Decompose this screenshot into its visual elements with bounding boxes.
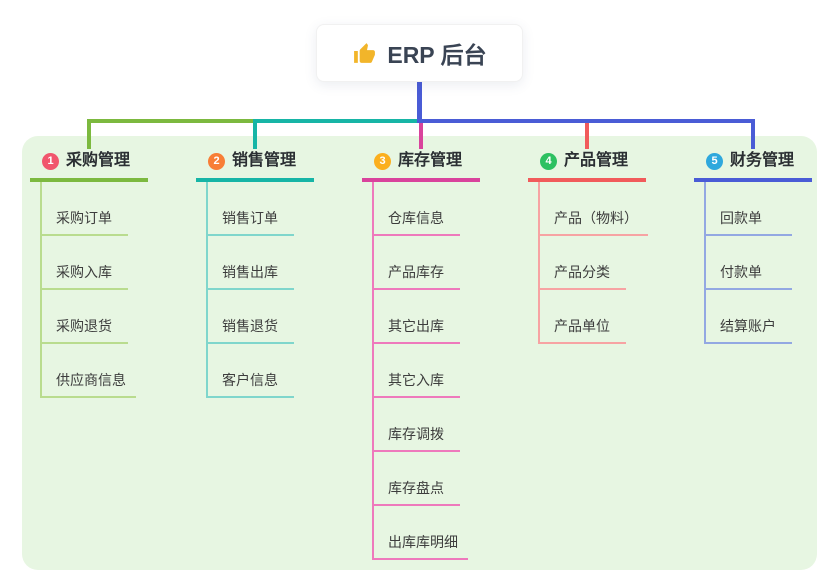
child-node-label: 仓库信息: [388, 210, 444, 226]
branch-column-4: 4 产品管理产品（物料） 产品分类产品单位: [528, 136, 688, 344]
child-node[interactable]: 产品库存: [374, 236, 460, 290]
child-node-label: 其它入库: [388, 372, 444, 388]
branch-label: 销售管理: [232, 152, 297, 169]
child-node-label: 其它出库: [388, 318, 444, 334]
branch-number-badge: 3: [374, 152, 391, 170]
branch-children-4: 产品（物料） 产品分类产品单位: [538, 182, 688, 344]
branch-column-2: 2 销售管理销售订单销售出库销售退货客户信息: [196, 136, 356, 398]
branch-header-4[interactable]: 4 产品管理: [528, 150, 646, 182]
branch-label: 采购管理: [66, 152, 131, 169]
branch-label: 产品管理: [564, 152, 629, 169]
child-node-label: 产品库存: [388, 264, 444, 280]
branch-children-1: 采购订单采购入库采购退货供应商信息: [40, 182, 190, 398]
branch-label: 库存管理: [398, 152, 463, 169]
child-node[interactable]: 采购订单: [42, 182, 128, 236]
child-node[interactable]: 产品单位: [540, 290, 626, 344]
child-node-label: 产品单位: [554, 318, 610, 334]
child-node-label: 采购订单: [56, 210, 112, 226]
child-node[interactable]: 库存调拨: [374, 398, 460, 452]
child-node-label: 客户信息: [222, 372, 278, 388]
child-node[interactable]: 库存盘点: [374, 452, 460, 506]
root-label: ERP 后台: [387, 42, 487, 68]
child-node-label: 产品分类: [554, 264, 610, 280]
child-node[interactable]: 结算账户: [706, 290, 792, 344]
thumbs-up-icon: [354, 42, 376, 63]
branch-number-badge: 5: [706, 152, 723, 170]
child-node[interactable]: 其它入库: [374, 344, 460, 398]
child-node[interactable]: 供应商信息: [42, 344, 136, 398]
branch-number-badge: 2: [208, 152, 225, 170]
child-node[interactable]: 回款单: [706, 182, 792, 236]
branch-number-badge: 4: [540, 152, 557, 170]
child-node-label: 回款单: [720, 210, 762, 226]
child-node-label: 销售退货: [222, 318, 278, 334]
branches-panel: 1 采购管理采购订单采购入库采购退货供应商信息 2 销售管理销售订单销售出库销售退货客…: [22, 136, 817, 570]
branch-children-2: 销售订单销售出库销售退货客户信息: [206, 182, 356, 398]
child-node[interactable]: 其它出库: [374, 290, 460, 344]
root-node[interactable]: ERP 后台: [316, 24, 523, 82]
child-node-label: 供应商信息: [56, 372, 126, 388]
child-node-label: 采购退货: [56, 318, 112, 334]
child-node[interactable]: 产品分类: [540, 236, 626, 290]
child-node-label: 销售订单: [222, 210, 278, 226]
branch-header-5[interactable]: 5 财务管理: [694, 150, 812, 182]
child-node[interactable]: 采购入库: [42, 236, 128, 290]
child-node[interactable]: 销售出库: [208, 236, 294, 290]
child-node-label: 结算账户: [720, 318, 776, 334]
child-node[interactable]: 产品（物料）: [540, 182, 648, 236]
child-node[interactable]: 客户信息: [208, 344, 294, 398]
child-node[interactable]: 采购退货: [42, 290, 128, 344]
branch-column-1: 1 采购管理采购订单采购入库采购退货供应商信息: [30, 136, 190, 398]
branch-header-1[interactable]: 1 采购管理: [30, 150, 148, 182]
child-node-label: 采购入库: [56, 264, 112, 280]
child-node-label: 库存盘点: [388, 480, 444, 496]
branch-column-5: 5 财务管理回款单付款单结算账户: [694, 136, 839, 344]
child-node-label: 产品（物料）: [554, 210, 638, 226]
child-node-label: 库存调拨: [388, 426, 444, 442]
child-node-label: 销售出库: [222, 264, 278, 280]
branch-header-3[interactable]: 3 库存管理: [362, 150, 480, 182]
branch-children-5: 回款单付款单结算账户: [704, 182, 839, 344]
child-node[interactable]: 销售退货: [208, 290, 294, 344]
child-node-label: 付款单: [720, 264, 762, 280]
branch-header-2[interactable]: 2 销售管理: [196, 150, 314, 182]
branch-label: 财务管理: [730, 152, 795, 169]
child-node[interactable]: 销售订单: [208, 182, 294, 236]
child-node[interactable]: 仓库信息: [374, 182, 460, 236]
branch-children-3: 仓库信息产品库存其它出库其它入库库存调拨库存盘点出库库明细: [372, 182, 522, 560]
branch-column-3: 3 库存管理仓库信息产品库存其它出库其它入库库存调拨库存盘点出库库明细: [362, 136, 522, 560]
child-node-label: 出库库明细: [388, 534, 458, 550]
child-node[interactable]: 付款单: [706, 236, 792, 290]
branch-number-badge: 1: [42, 152, 59, 170]
child-node[interactable]: 出库库明细: [374, 506, 468, 560]
